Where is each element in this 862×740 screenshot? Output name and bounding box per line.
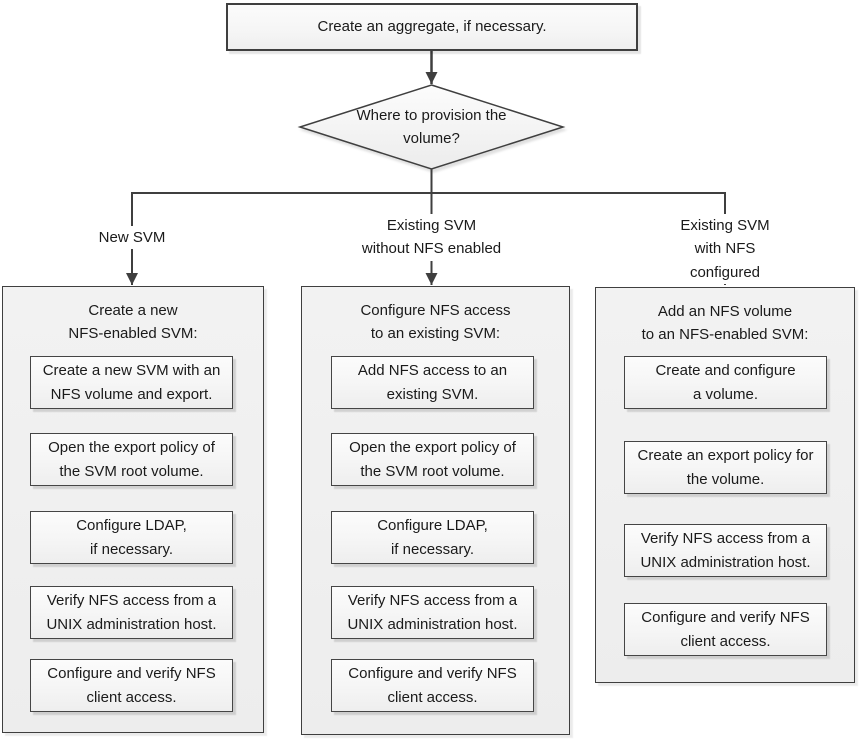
step-box: Create and configure a volume. [624, 356, 827, 409]
step-box: Verify NFS access from a UNIX administra… [624, 524, 827, 577]
container-title: Create a new NFS-enabled SVM: [68, 302, 198, 343]
step-box: Configure and verify NFS client access. [30, 659, 233, 712]
step-box: Configure LDAP, if necessary. [30, 511, 233, 564]
start-node: Create an aggregate, if necessary. [226, 3, 638, 51]
step-box: Open the export policy of the SVM root v… [331, 433, 534, 486]
branch-label-existing-without-nfs: Existing SVM without NFS enabled [357, 214, 506, 261]
step-box: Verify NFS access from a UNIX administra… [30, 586, 233, 639]
container-title: Configure NFS access to an existing SVM: [360, 302, 511, 343]
step-box: Open the export policy of the SVM root v… [30, 433, 233, 486]
step-box: Verify NFS access from a UNIX administra… [331, 586, 534, 639]
step-box: Configure and verify NFS client access. [624, 603, 827, 656]
step-box: Add NFS access to an existing SVM. [331, 356, 534, 409]
start-node-label: Create an aggregate, if necessary. [317, 18, 547, 36]
step-box: Configure LDAP, if necessary. [331, 511, 534, 564]
branch-label-existing-with-nfs: Existing SVM with NFS configured [656, 214, 794, 284]
decision-node-label: Where to provision the volume? [356, 106, 507, 147]
step-box: Create an export policy for the volume. [624, 441, 827, 494]
container-title: Add an NFS volume to an NFS-enabled SVM: [641, 303, 809, 344]
step-box: Create a new SVM with an NFS volume and … [30, 356, 233, 409]
branch-label-new-svm: New SVM [94, 226, 170, 250]
step-box: Configure and verify NFS client access. [331, 659, 534, 712]
